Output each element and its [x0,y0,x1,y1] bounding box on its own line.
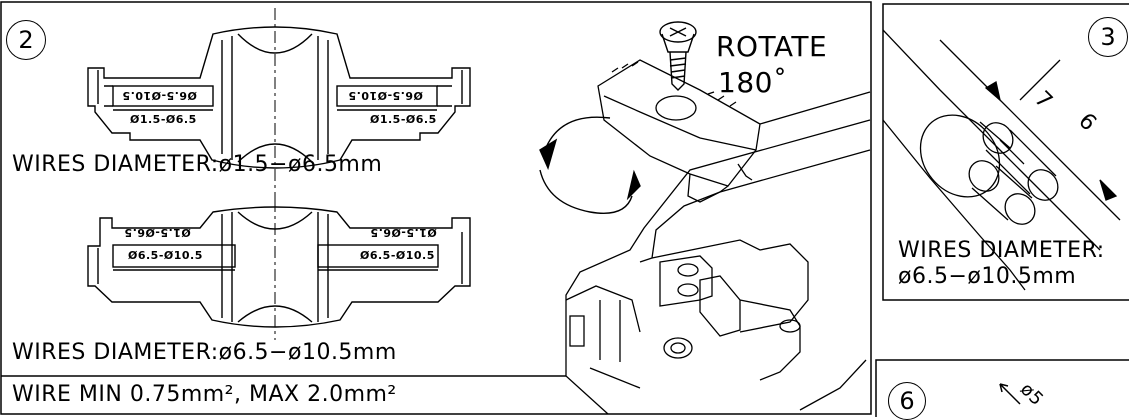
clamp-bottom-drawing [87,200,471,340]
terminal-block-icon [597,59,761,203]
screw-icon [659,21,697,91]
clamp-top-drawing [87,8,471,200]
clamp-bottom-mirrored-left: Ø1.5-Ø6.5 [124,226,191,239]
clamp-top-label-right: Ø1.5-Ø6.5 [370,113,437,126]
rotate-degrees: 180˚ [718,66,788,99]
wires-diameter-large: WIRES DIAMETER:ø6.5−ø10.5mm [12,340,397,365]
clamp-top-mirrored-right: Ø6.5-Ø10.5 [348,89,423,102]
clamp-bottom-label-right: Ø6.5-Ø10.5 [360,249,435,262]
panel-6-number: 6 [888,382,926,420]
panel-3-caption-line1: WIRES DIAMETER: [898,238,1105,263]
panel-3-number: 3 [1088,17,1128,57]
panel-2-frame [0,1,872,415]
panel-3-caption-line2: ø6.5−ø10.5mm [898,264,1077,289]
clamp-top-mirrored-left: Ø6.5-Ø10.5 [122,89,197,102]
wires-diameter-small: WIRES DIAMETER:ø1.5−ø6.5mm [12,152,383,177]
clamp-bottom-label-left: Ø6.5-Ø10.5 [128,249,203,262]
clamp-top-label-left: Ø1.5-Ø6.5 [130,113,197,126]
clamp-bottom-mirrored-right: Ø1.5-Ø6.5 [370,226,437,239]
panel-2-number: 2 [6,20,46,60]
wire-section-spec: WIRE MIN 0.75mm², MAX 2.0mm² [12,382,397,407]
rotate-arrows-icon [539,116,641,214]
rotate-label: ROTATE [716,30,828,63]
housing-drawing [565,91,871,415]
panel-3-frame [882,3,1129,301]
panel-6-frame [875,359,1129,417]
cable-end-icon [882,29,1121,291]
